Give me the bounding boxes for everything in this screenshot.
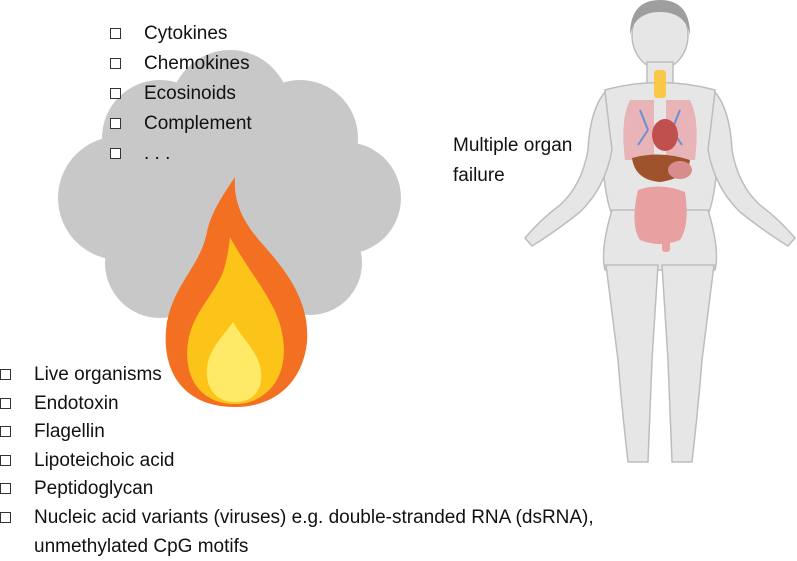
checkbox-icon: [0, 511, 11, 523]
list-item: Ecosinoids: [110, 79, 252, 109]
checkbox-icon: [110, 88, 121, 99]
checkbox-icon: [110, 28, 121, 39]
list-item: Peptidoglycan: [0, 475, 594, 504]
list-item: Lipoteichoic acid: [0, 447, 594, 476]
list-item: Nucleic acid variants (viruses) e.g. dou…: [0, 504, 594, 561]
list-item: Flagellin: [0, 418, 594, 447]
list-item: Cytokines: [110, 19, 252, 49]
multiple-organ-failure-label: Multiple organ failure: [453, 135, 573, 186]
mediator-list: Cytokines Chemokines Ecosinoids Compleme…: [110, 19, 252, 169]
list-item: Live organisms: [0, 361, 594, 390]
list-item: Endotoxin: [0, 390, 594, 419]
list-item: Chemokines: [110, 49, 252, 79]
checkbox-icon: [110, 118, 121, 129]
human-body-organs-icon: [524, 0, 796, 463]
trigger-list: Live organisms Endotoxin Flagellin Lipot…: [0, 361, 594, 561]
checkbox-icon: [0, 426, 11, 438]
checkbox-icon: [110, 148, 121, 159]
checkbox-icon: [0, 483, 11, 495]
checkbox-icon: [0, 454, 11, 466]
checkbox-icon: [0, 369, 11, 380]
list-item: . . .: [110, 139, 252, 169]
checkbox-icon: [0, 397, 11, 409]
fire-flame-icon: [165, 177, 308, 407]
checkbox-icon: [110, 58, 121, 69]
list-item: Complement: [110, 109, 252, 139]
